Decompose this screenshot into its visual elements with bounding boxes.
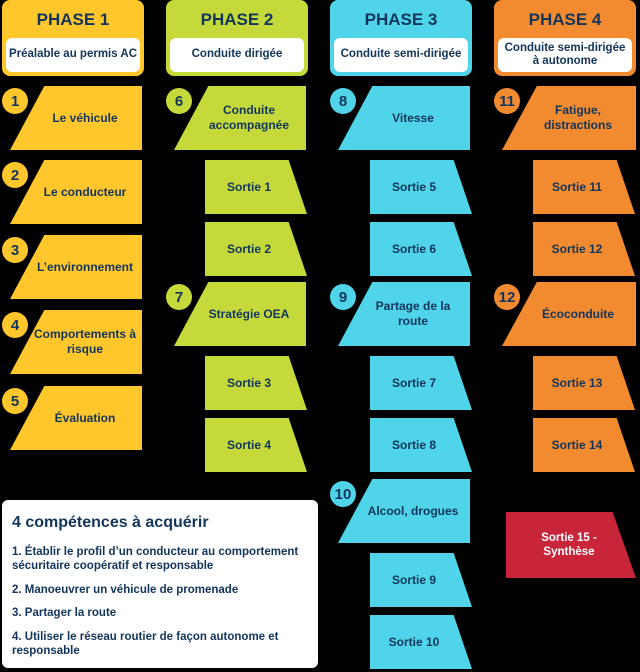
- module-10-alcool-drogues: Alcool, drogues: [338, 479, 470, 543]
- module-number-badge: 11: [494, 88, 520, 114]
- module-number-badge: 3: [2, 237, 28, 263]
- module-number-badge: 10: [330, 481, 356, 507]
- outing-6: Sortie 6: [370, 222, 472, 276]
- module-number-badge: 5: [2, 388, 28, 414]
- module-5-evaluation: Évaluation: [10, 386, 142, 450]
- phase-1-header: PHASE 1 Préalable au permis AC: [2, 0, 144, 76]
- outing-7: Sortie 7: [370, 356, 472, 410]
- phase-title: PHASE 2: [200, 10, 274, 29]
- module-11-fatigue-distractions: Fatigue, distractions: [502, 86, 636, 150]
- competences-title: 4 compétences à acquérir: [12, 514, 209, 531]
- phase-subtitle: Conduite semi-dirigée à autonome: [498, 38, 632, 72]
- module-12-ecoconduite: Écoconduite: [502, 282, 636, 346]
- outing-10: Sortie 10: [370, 615, 472, 669]
- module-2-conducteur: Le conducteur: [10, 160, 142, 224]
- module-number-badge: 9: [330, 284, 356, 310]
- module-number-badge: 8: [330, 88, 356, 114]
- outing-4: Sortie 4: [205, 418, 307, 472]
- module-7-strategie-oea: Stratégie OEA: [174, 282, 306, 346]
- module-9-partage-de-la-route: Partage de la route: [338, 282, 470, 346]
- competence-item: 1. Établir le profil d’un conducteur au …: [12, 546, 299, 572]
- competence-item: 2. Manoeuvrer un véhicule de promenade: [12, 583, 239, 596]
- phase-title: PHASE 1: [36, 10, 110, 29]
- module-number-badge: 12: [494, 284, 520, 310]
- outing-14: Sortie 14: [533, 418, 635, 472]
- outing-15-synthese: Sortie 15 - Synthèse: [506, 512, 636, 578]
- outing-13: Sortie 13: [533, 356, 635, 410]
- outing-12: Sortie 12: [533, 222, 635, 276]
- phase-title: PHASE 3: [364, 10, 438, 29]
- outing-11: Sortie 11: [533, 160, 635, 214]
- phase-title: PHASE 4: [528, 10, 602, 29]
- phase-subtitle: Préalable au permis AC: [6, 38, 140, 72]
- outing-1: Sortie 1: [205, 160, 307, 214]
- outing-3: Sortie 3: [205, 356, 307, 410]
- module-number-badge: 2: [2, 162, 28, 188]
- module-number-badge: 6: [166, 88, 192, 114]
- competence-item: 4. Utiliser le réseau routier de façon a…: [12, 631, 279, 657]
- module-3-environnement: L’environnement: [10, 235, 142, 299]
- module-4-comportements-a-risque: Comportements à risque: [10, 310, 142, 374]
- module-6-conduite-accompagnee: Conduite accompagnée: [174, 86, 306, 150]
- phase-3-header: PHASE 3 Conduite semi-dirigée: [330, 0, 472, 76]
- phase-subtitle: Conduite dirigée: [170, 38, 304, 72]
- outing-8: Sortie 8: [370, 418, 472, 472]
- module-number-badge: 4: [2, 312, 28, 338]
- competence-item: 3. Partager la route: [12, 607, 117, 620]
- outing-2: Sortie 2: [205, 222, 307, 276]
- module-1-vehicule: Le véhicule: [10, 86, 142, 150]
- competences-box: 4 compétences à acquérir 1. Établir le p…: [2, 500, 318, 668]
- phase-2-header: PHASE 2 Conduite dirigée: [166, 0, 308, 76]
- outing-5: Sortie 5: [370, 160, 472, 214]
- module-number-badge: 1: [2, 88, 28, 114]
- module-number-badge: 7: [166, 284, 192, 310]
- outing-9: Sortie 9: [370, 553, 472, 607]
- module-8-vitesse: Vitesse: [338, 86, 470, 150]
- phase-4-header: PHASE 4 Conduite semi-dirigée à autonome: [494, 0, 636, 76]
- phase-subtitle: Conduite semi-dirigée: [334, 38, 468, 72]
